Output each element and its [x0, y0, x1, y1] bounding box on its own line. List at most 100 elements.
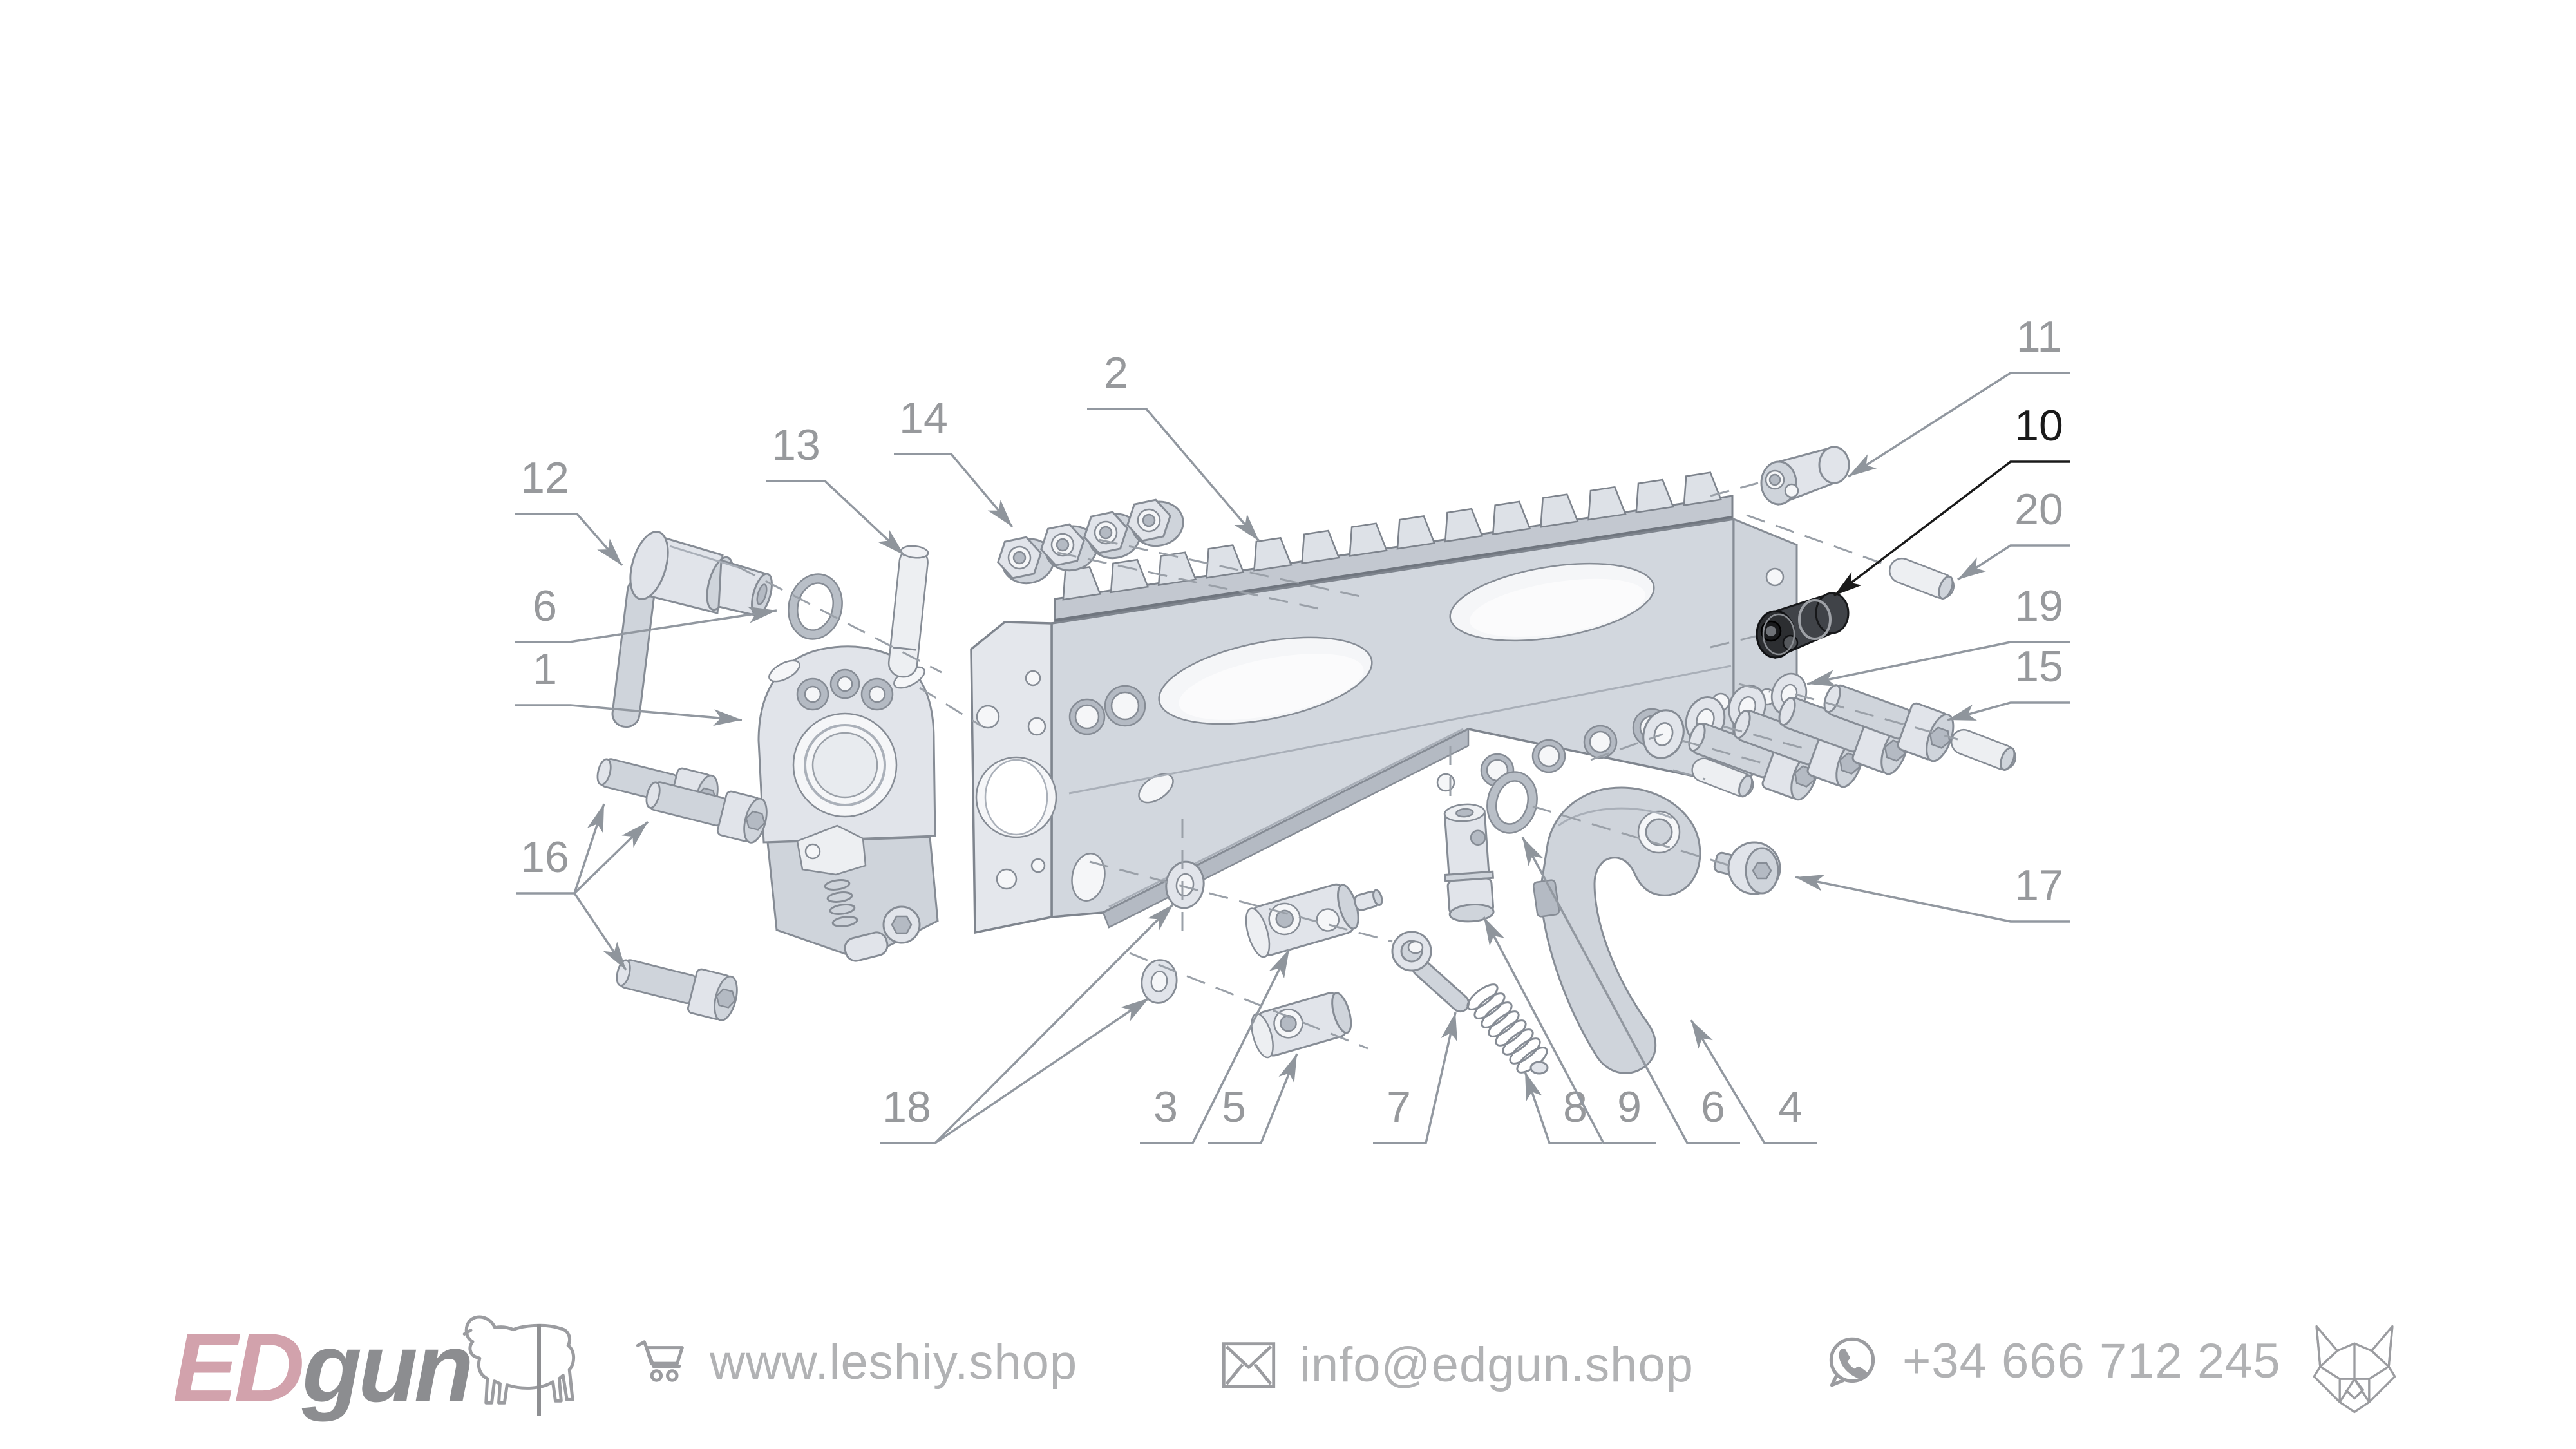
part-5 [1251, 992, 1352, 1059]
oring-left [788, 573, 843, 640]
part-label-6-left: 6 [533, 582, 557, 630]
leader-line-17 [1795, 875, 2070, 923]
assembly-axis-line [1672, 769, 1706, 781]
phone-link[interactable]: +34 666 712 245 [1825, 1333, 2281, 1389]
footer-divider [537, 1324, 541, 1416]
rail-tooth [1396, 515, 1436, 550]
bushing-11 [1760, 446, 1850, 506]
rail-tooth [1301, 529, 1340, 565]
assembly-axis-line [1723, 725, 1809, 751]
whatsapp-icon [1829, 1337, 1875, 1387]
oring-right [1486, 771, 1538, 834]
screws-16 [592, 748, 772, 1024]
part-label-5: 5 [1222, 1083, 1246, 1132]
envelope-icon [1222, 1341, 1276, 1388]
leader-line-6-left [515, 606, 777, 643]
dog-icon [462, 1315, 575, 1405]
valve-plug [611, 531, 773, 728]
part-label-1: 1 [533, 645, 557, 694]
leader-line-20 [1957, 544, 2070, 581]
leader-line-10 [1833, 460, 2070, 597]
part-label-3: 3 [1153, 1083, 1178, 1132]
rail-tooth [1683, 471, 1723, 506]
leader-line-8 [1524, 1071, 1602, 1144]
leader-line-13 [766, 480, 905, 556]
leader-line-9 [1482, 916, 1656, 1144]
assembly-axis-line [1089, 860, 1393, 943]
bushing-10-highlighted [1756, 591, 1850, 659]
website-link[interactable]: www.leshiy.shop [635, 1334, 1077, 1390]
pin-13 [887, 545, 929, 678]
assembly-axis-line [1746, 514, 1889, 567]
assembly-axis-line [919, 687, 983, 728]
part-label-9: 9 [1617, 1083, 1642, 1132]
rail-tooth [1349, 522, 1388, 557]
leader-line-7 [1373, 1012, 1457, 1144]
email-link[interactable]: info@edgun.shop [1221, 1337, 1694, 1393]
part-label-16: 16 [520, 833, 569, 882]
assembly-axis-line [1738, 683, 1770, 693]
leader-line-4 [1690, 1019, 1817, 1144]
assembly-axis-line [1532, 805, 1739, 869]
part-label-4: 4 [1778, 1083, 1803, 1132]
assembly-axis-line [1710, 635, 1756, 649]
axis-lines-layer [737, 482, 1958, 1050]
leader-line-6-right [1521, 837, 1740, 1144]
rail-tooth [1062, 566, 1102, 601]
ball-link-7 [1391, 931, 1470, 1013]
leader-line-1 [515, 704, 743, 726]
part-label-6-right: 6 [1701, 1083, 1725, 1132]
logo-text-gun: gun [302, 1313, 474, 1423]
logo-text-ed: ED [173, 1313, 305, 1423]
rail-tooth [1540, 493, 1579, 528]
part-label-17: 17 [2014, 861, 2063, 910]
part-label-12: 12 [520, 453, 569, 502]
part-label-7: 7 [1387, 1083, 1411, 1132]
rail-tooth [1206, 544, 1245, 579]
trigger-lever-4 [1532, 786, 1701, 1074]
spring-8 [1466, 983, 1549, 1075]
website-label: www.leshiy.shop [710, 1335, 1078, 1390]
assembly-axis-line [1710, 482, 1759, 497]
phone-label: +34 666 712 245 [1902, 1334, 2281, 1388]
rail-tooth [1157, 551, 1197, 586]
assembly-axis-line [737, 565, 942, 674]
leader-line-11 [1848, 372, 2070, 478]
leader-line-16 [573, 893, 627, 971]
rail-tooth [1635, 478, 1674, 514]
rail-tooth [1253, 536, 1293, 572]
rail-tooth [1587, 486, 1627, 521]
rail-tooth [1444, 507, 1484, 543]
leader-line-19 [1806, 641, 2070, 687]
latch-assembly [796, 824, 921, 962]
part-label-13: 13 [772, 421, 820, 469]
part-9 [1443, 803, 1495, 923]
leader-line-12 [515, 513, 623, 567]
part-3 [1245, 883, 1383, 958]
cart-icon [636, 1340, 684, 1382]
part-label-11: 11 [2016, 312, 2062, 361]
leader-line-3 [1140, 949, 1291, 1144]
fox-logo-icon [2306, 1320, 2403, 1421]
leader-line-18 [934, 903, 1175, 1144]
part-label-20: 20 [2014, 485, 2063, 534]
part-label-2: 2 [1104, 348, 1128, 397]
assembly-axis-line [1129, 952, 1368, 1050]
leader-line-16 [573, 820, 649, 895]
part-label-18: 18 [882, 1083, 931, 1132]
front-plate [757, 645, 939, 962]
rail-tooth [1492, 500, 1531, 536]
leader-line-15 [1947, 701, 2070, 721]
assembly-axis-line [1057, 551, 1322, 611]
part-label-14: 14 [899, 393, 948, 442]
assembly-axis-line [1795, 693, 1958, 741]
part-label-19: 19 [2014, 582, 2063, 630]
leader-line-14 [894, 453, 1014, 528]
assembly-axis-line [1590, 733, 1663, 761]
button-screw-17 [1713, 841, 1781, 895]
leader-line-5 [1208, 1053, 1298, 1144]
part-label-15: 15 [2014, 642, 2063, 691]
